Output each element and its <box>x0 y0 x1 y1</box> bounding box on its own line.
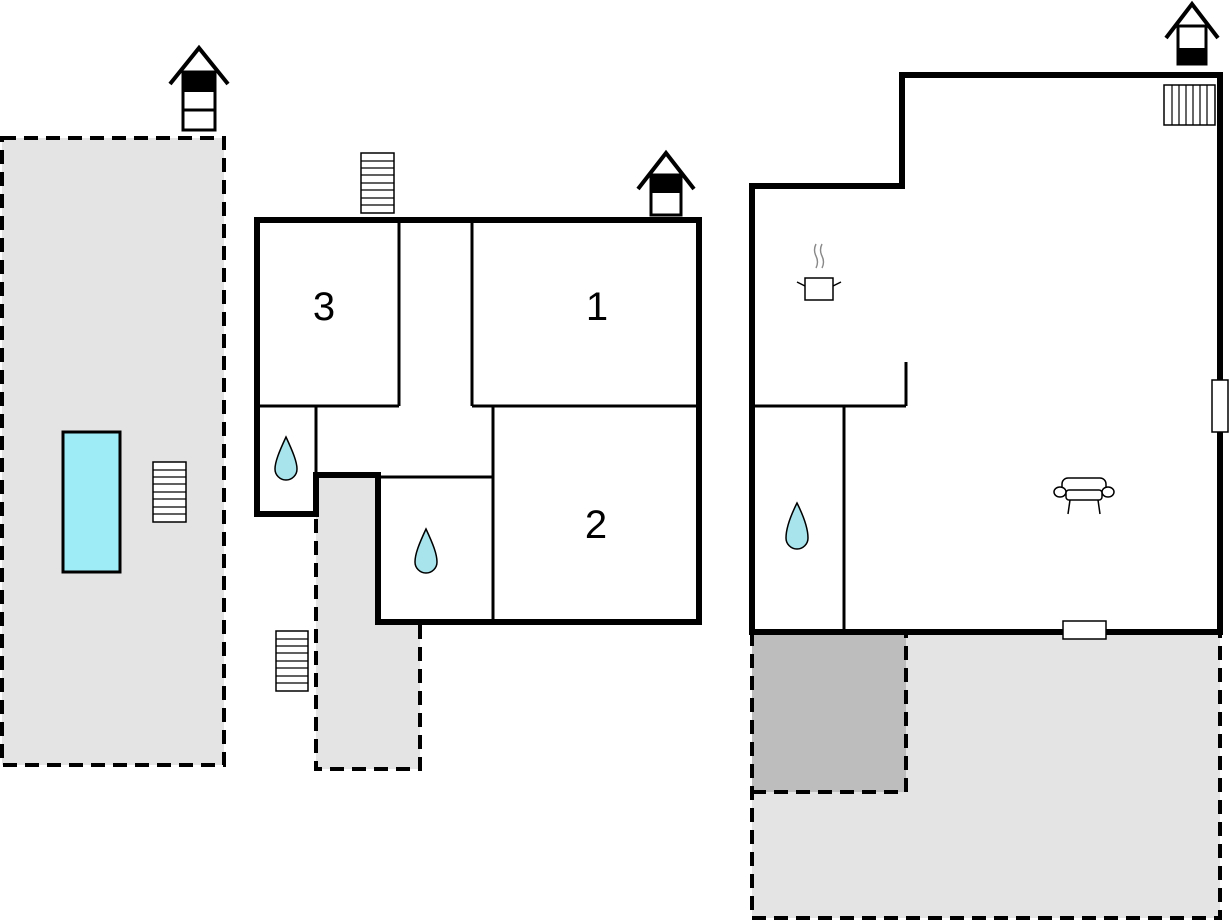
water-drop-icon <box>414 527 438 574</box>
entrance-icon <box>168 44 230 132</box>
armchair-icon <box>1053 477 1115 515</box>
room-label-3: 3 <box>313 285 335 329</box>
pool-terrace <box>0 44 230 767</box>
entrance-icon <box>1164 0 1220 66</box>
stairs-icon <box>275 630 309 692</box>
exterior-wall <box>749 72 1223 635</box>
window <box>1062 620 1107 640</box>
room-label-2: 2 <box>585 503 607 547</box>
covered-terrace <box>752 632 906 792</box>
room-label-1: 1 <box>586 285 608 329</box>
stairs-icon <box>152 461 187 523</box>
stairs-icon <box>1163 84 1216 126</box>
right-building <box>749 0 1229 920</box>
stairs-icon <box>360 152 395 214</box>
cooking-pot-icon <box>796 243 842 301</box>
exterior-wall <box>254 217 702 625</box>
middle-building: 3 1 2 <box>254 149 702 771</box>
pool-icon <box>61 430 122 574</box>
window <box>1211 379 1229 433</box>
water-drop-icon <box>785 501 809 550</box>
entrance-icon <box>636 149 696 217</box>
water-drop-icon <box>274 435 298 481</box>
